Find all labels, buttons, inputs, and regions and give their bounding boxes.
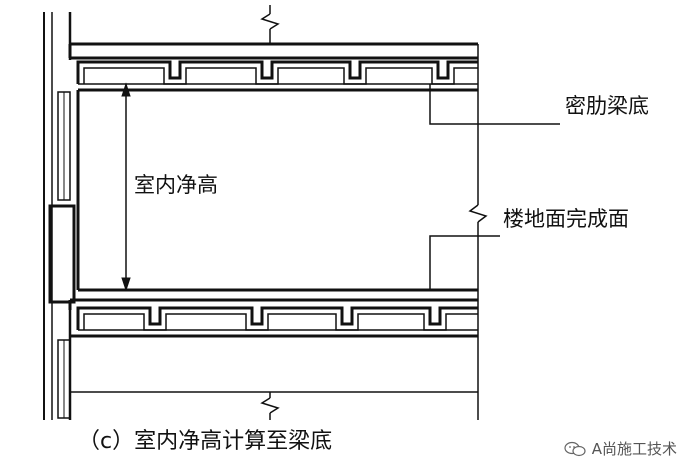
leader-lines <box>429 84 560 290</box>
label-rib-beam-bottom: 密肋梁底 <box>565 94 649 118</box>
watermark-text: A尚施工技术 <box>591 440 677 458</box>
upper-rib-ceiling <box>76 60 478 92</box>
label-clear-height: 室内净高 <box>134 173 218 197</box>
figure-caption: （c）室内净高计算至梁底 <box>78 429 332 454</box>
lower-floor-slab <box>68 288 478 420</box>
room-boundary <box>76 44 488 420</box>
clear-height-dimension <box>121 82 131 292</box>
label-floor-finish: 楼地面完成面 <box>503 207 629 231</box>
watermark: A尚施工技术 <box>564 438 677 459</box>
wechat-icon <box>564 441 586 456</box>
left-wall <box>43 12 76 420</box>
upper-slab <box>68 5 478 60</box>
